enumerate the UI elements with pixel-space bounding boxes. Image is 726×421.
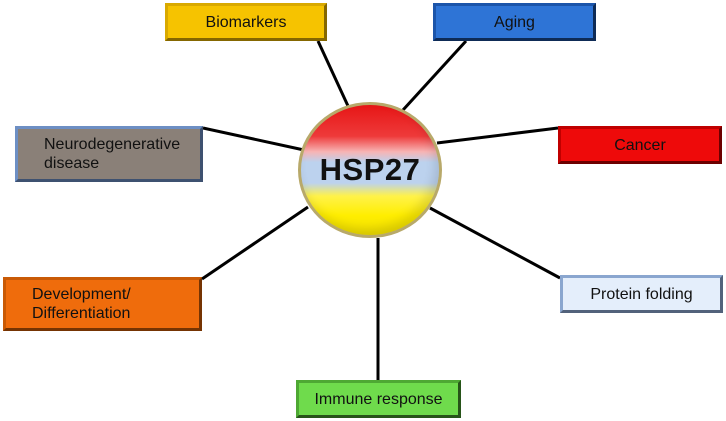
node-aging: Aging — [433, 3, 596, 41]
node-protein-folding-label: Protein folding — [590, 285, 693, 303]
node-development-differentiation: Development/ Differentiation — [3, 277, 202, 331]
node-development-differentiation-label: Development/ Differentiation — [32, 286, 131, 322]
connector-protein-folding — [429, 206, 561, 280]
node-biomarkers-label: Biomarkers — [205, 13, 287, 31]
node-biomarkers: Biomarkers — [165, 3, 327, 41]
node-aging-label: Aging — [494, 13, 535, 31]
node-protein-folding: Protein folding — [560, 275, 723, 313]
hub-label: HSP27 — [319, 152, 421, 187]
node-cancer-label: Cancer — [614, 136, 666, 154]
connector-cancer — [436, 126, 559, 145]
node-immune-response-label: Immune response — [314, 390, 443, 408]
connector-aging — [401, 39, 468, 112]
node-cancer: Cancer — [558, 126, 722, 164]
node-neurodegenerative-disease: Neurodegenerative disease — [15, 126, 203, 182]
connector-neuro — [202, 126, 305, 152]
connector-biomarkers — [316, 40, 350, 107]
node-neurodegenerative-disease-label: Neurodegenerative disease — [44, 136, 181, 172]
node-immune-response: Immune response — [296, 380, 461, 418]
hub-circle: HSP27 — [298, 102, 442, 238]
connector-development — [201, 205, 309, 281]
